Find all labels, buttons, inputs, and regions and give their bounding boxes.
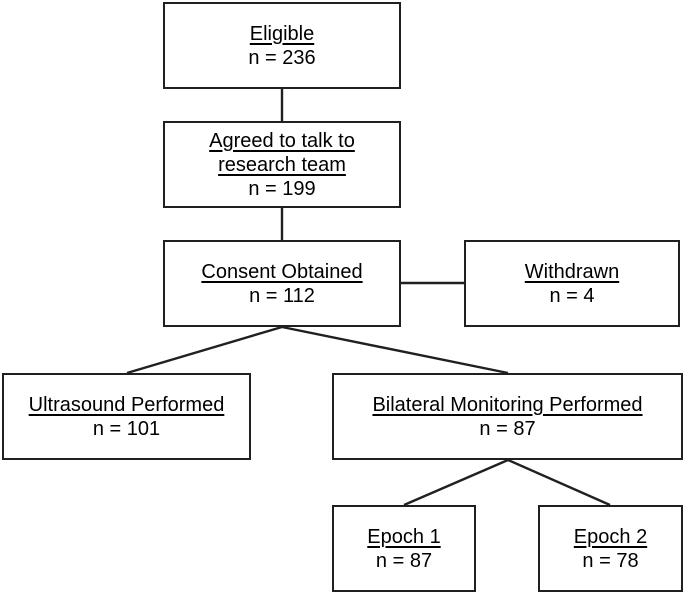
agreed-box: Agreed to talk to research team n = 199 [163,121,401,208]
connector-bilateral-epoch1 [403,458,509,507]
epoch1-count: n = 87 [375,549,433,572]
epoch2-box: Epoch 2 n = 78 [538,505,683,592]
epoch1-title: Epoch 1 [367,525,441,548]
bilateral-box: Bilateral Monitoring Performed n = 87 [332,373,683,460]
agreed-title-line1: Agreed to talk to [209,129,355,152]
consent-box: Consent Obtained n = 112 [163,240,401,327]
connector-bilateral-epoch2 [507,458,611,507]
withdrawn-title: Withdrawn [524,260,620,283]
connector-consent-bilateral [281,325,509,375]
withdrawn-box: Withdrawn n = 4 [464,240,680,327]
consent-title: Consent Obtained [201,260,363,283]
epoch2-count: n = 78 [582,549,639,572]
eligible-box: Eligible n = 236 [163,2,401,89]
connector-consent-ultrasound [126,325,283,375]
bilateral-title: Bilateral Monitoring Performed [372,393,643,416]
ultrasound-count: n = 101 [92,417,161,440]
ultrasound-title: Ultrasound Performed [28,393,225,416]
epoch1-box: Epoch 1 n = 87 [332,505,476,592]
bilateral-count: n = 87 [479,417,536,440]
ultrasound-box: Ultrasound Performed n = 101 [2,373,251,460]
agreed-title-line2: research team [218,153,346,176]
agreed-count: n = 199 [248,177,316,200]
withdrawn-count: n = 4 [549,284,595,307]
eligible-title: Eligible [249,22,315,45]
epoch2-title: Epoch 2 [573,525,648,548]
consent-count: n = 112 [249,284,315,307]
eligible-count: n = 236 [248,46,316,69]
